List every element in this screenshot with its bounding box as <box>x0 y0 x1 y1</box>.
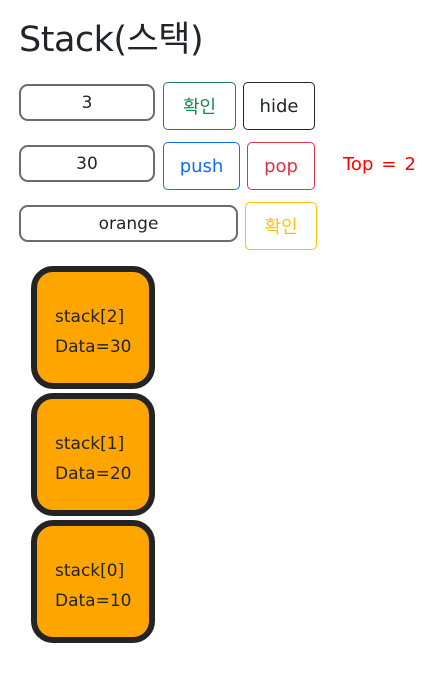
color-confirm-button[interactable]: 확인 <box>245 202 317 250</box>
stack-size-input[interactable] <box>19 84 155 121</box>
page-title: Stack(스택) <box>19 20 204 60</box>
stack-node-label: stack[1] <box>55 434 125 454</box>
stack-node-label: stack[0] <box>55 561 125 581</box>
size-confirm-button[interactable]: 확인 <box>163 82 236 130</box>
push-button[interactable]: push <box>163 142 240 190</box>
stack-node: stack[0] Data=10 <box>31 520 155 643</box>
stack-visualization: stack[2] Data=30 stack[1] Data=20 stack[… <box>31 266 155 647</box>
stack-node: stack[2] Data=30 <box>31 266 155 389</box>
top-indicator-value: 2 <box>404 154 416 175</box>
stack-node: stack[1] Data=20 <box>31 393 155 516</box>
top-indicator: Top = 2 <box>343 153 416 177</box>
stack-node-data: Data=20 <box>55 464 132 484</box>
data-input[interactable] <box>19 145 155 182</box>
pop-button[interactable]: pop <box>247 142 315 190</box>
top-indicator-equals: = <box>381 154 397 175</box>
top-indicator-label: Top <box>343 154 374 175</box>
color-input[interactable] <box>19 205 238 242</box>
hide-button[interactable]: hide <box>243 82 315 130</box>
stack-node-label: stack[2] <box>55 307 125 327</box>
stack-node-data: Data=30 <box>55 337 132 357</box>
stack-node-data: Data=10 <box>55 591 132 611</box>
